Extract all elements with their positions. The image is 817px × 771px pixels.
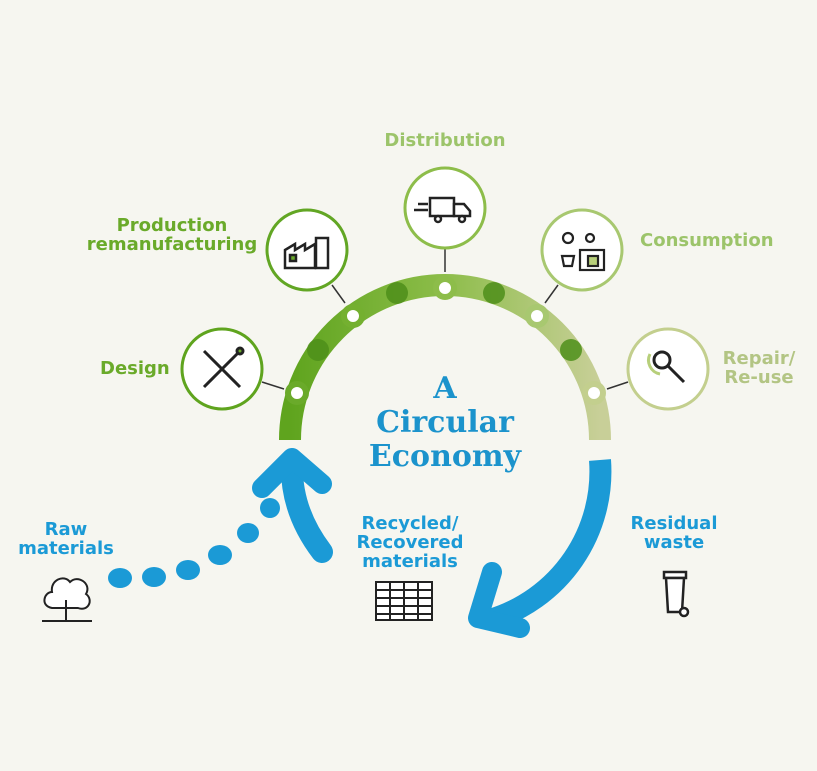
title-line3: Economy [368, 439, 522, 474]
label-production: Production remanufacturing [86, 216, 258, 254]
tree-icon [42, 577, 92, 622]
residual-arrow [486, 459, 612, 631]
delivery-truck-icon [414, 196, 472, 224]
label-recycled-line1: Recycled/ [361, 513, 459, 534]
label-raw-materials: Raw materials [16, 520, 116, 558]
raw-materials-dots [108, 498, 280, 588]
label-residual-line1: Residual [630, 513, 718, 534]
label-residual-line2: waste [643, 532, 705, 553]
connector-lines [261, 248, 629, 390]
label-recycled-materials: Recycled/ Recovered materials [350, 514, 470, 571]
label-repair: Repair/ Re-use [716, 349, 802, 387]
label-residual-waste: Residual waste [624, 514, 724, 552]
label-raw-line2: materials [18, 538, 114, 559]
waste-bin-icon [662, 570, 690, 618]
label-recycled-line2: Recovered [356, 532, 464, 553]
wrench-icon [647, 350, 686, 384]
label-raw-line1: Raw [44, 519, 88, 540]
repair-icon-circle [626, 327, 710, 411]
arc-dark-dots [307, 282, 582, 361]
shopping-store-icon [560, 231, 606, 272]
arc-nodes [285, 276, 606, 405]
label-repair-line2: Re-use [724, 367, 794, 388]
label-production-line2: remanufacturing [86, 234, 258, 255]
recycled-bale-icon [375, 581, 433, 621]
label-consumption: Consumption [640, 230, 774, 251]
label-distribution: Distribution [384, 130, 506, 151]
label-recycled-line3: materials [362, 551, 458, 572]
recycle-arrowhead [252, 448, 332, 498]
title-line2: Circular [376, 405, 514, 440]
pencil-ruler-icon [202, 346, 245, 389]
factory-icon [283, 236, 330, 270]
label-repair-line1: Repair/ [722, 348, 796, 369]
diagram-title: A Circular Economy [345, 372, 545, 474]
label-design: Design [100, 358, 170, 379]
residual-arrowhead [468, 562, 530, 638]
label-production-line1: Production [116, 215, 228, 236]
title-line1: A [433, 371, 457, 406]
